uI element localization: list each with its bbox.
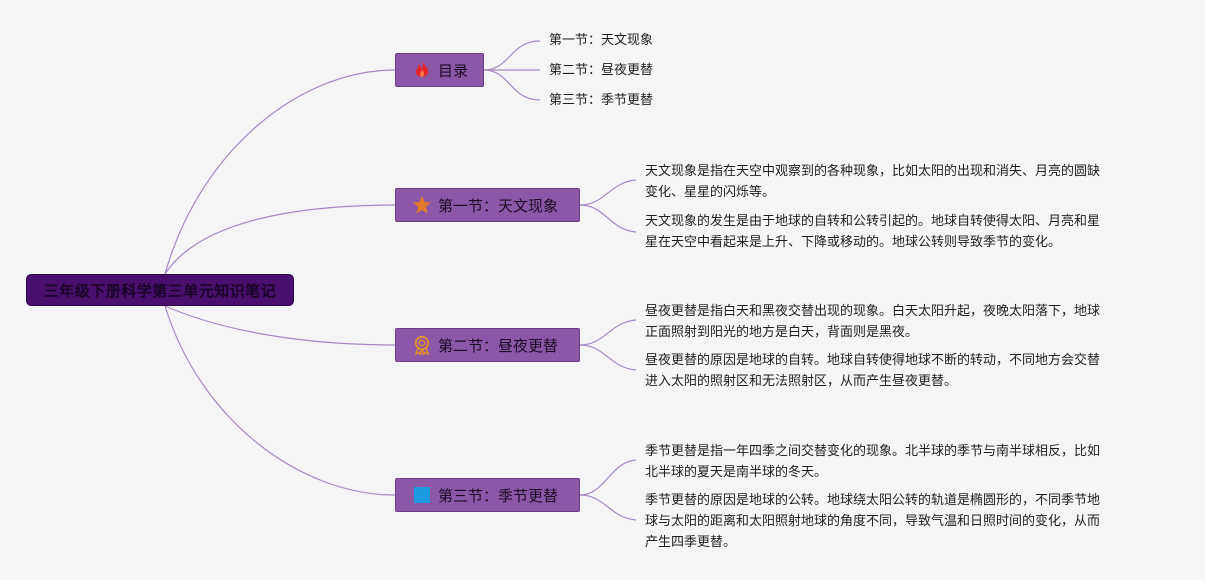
note-line: 季节更替的原因是地球的公转。地球绕太阳公转的轨道是椭圆形的，不同季节地 xyxy=(645,493,1101,508)
section1-note-2[interactable]: 天文现象的发生是由于地球的自转和公转引起的。地球自转使得太阳、月亮和星 星在天空… xyxy=(645,211,1145,253)
root-topic-label: 三年级下册科学第三单元知识笔记 xyxy=(43,281,277,300)
link-root-section2 xyxy=(164,305,396,346)
note-line: 昼夜更替的原因是地球的自转。地球自转使得地球不断的转动，不同地方会交替 xyxy=(645,353,1101,368)
note-line: 北半球的夏天是南半球的冬天。 xyxy=(645,465,828,480)
link-s3-note2 xyxy=(579,494,637,521)
star-icon xyxy=(412,195,432,215)
topic-toc-label: 目录 xyxy=(438,61,469,80)
link-s1-note2 xyxy=(579,204,637,233)
link-s1-note1 xyxy=(579,179,637,206)
topic-toc[interactable]: 目录 xyxy=(395,53,484,87)
link-root-toc xyxy=(164,69,396,275)
blue-square-icon xyxy=(412,485,432,505)
section2-note-2[interactable]: 昼夜更替的原因是地球的自转。地球自转使得地球不断的转动，不同地方会交替 进入太阳… xyxy=(645,350,1145,392)
note-line: 昼夜更替是指白天和黑夜交替出现的现象。白天太阳升起，夜晚太阳落下，地球 xyxy=(645,304,1101,319)
link-s2-note2 xyxy=(579,344,637,371)
link-s2-note1 xyxy=(579,319,637,346)
section2-note-1[interactable]: 昼夜更替是指白天和黑夜交替出现的现象。白天太阳升起，夜晚太阳落下，地球 正面照射… xyxy=(645,301,1145,343)
toc-item-2[interactable]: 第二节：昼夜更替 xyxy=(549,63,654,78)
link-s3-note1 xyxy=(579,459,637,496)
note-line: 进入太阳的照射区和无法照射区，从而产生昼夜更替。 xyxy=(645,374,958,389)
section3-note-2[interactable]: 季节更替的原因是地球的公转。地球绕太阳公转的轨道是椭圆形的，不同季节地 球与太阳… xyxy=(645,490,1145,553)
toc-item-1[interactable]: 第一节：天文现象 xyxy=(549,33,654,48)
topic-section1[interactable]: 第一节：天文现象 xyxy=(395,188,580,222)
link-root-section1 xyxy=(164,204,396,275)
topic-section3[interactable]: 第三节：季节更替 xyxy=(395,478,580,512)
section3-note-1[interactable]: 季节更替是指一年四季之间交替变化的现象。北半球的季节与南半球相反，比如 北半球的… xyxy=(645,441,1145,483)
topic-section3-label: 第三节：季节更替 xyxy=(438,486,559,505)
topic-section2[interactable]: 第二节：昼夜更替 xyxy=(395,328,580,362)
toc-item-3[interactable]: 第三节：季节更替 xyxy=(549,93,654,108)
topic-section2-label: 第二节：昼夜更替 xyxy=(438,336,559,355)
note-line: 产生四季更替。 xyxy=(645,535,737,550)
note-line: 球与太阳的距离和太阳照射地球的角度不同，导致气温和日照时间的变化，从而 xyxy=(645,514,1101,529)
topic-section1-label: 第一节：天文现象 xyxy=(438,196,559,215)
note-line: 星在天空中看起来是上升、下降或移动的。地球公转则导致季节的变化。 xyxy=(645,235,1062,250)
note-line: 正面照射到阳光的地方是白天，背面则是黑夜。 xyxy=(645,325,919,340)
note-line: 季节更替是指一年四季之间交替变化的现象。北半球的季节与南半球相反，比如 xyxy=(645,444,1101,459)
section1-note-1[interactable]: 天文现象是指在天空中观察到的各种现象，比如太阳的出现和消失、月亮的圆缺 变化、星… xyxy=(645,161,1145,203)
medal-icon xyxy=(412,335,432,355)
note-line: 天文现象是指在天空中观察到的各种现象，比如太阳的出现和消失、月亮的圆缺 xyxy=(645,164,1101,179)
fire-icon xyxy=(412,60,432,80)
root-topic[interactable]: 三年级下册科学第三单元知识笔记 xyxy=(26,274,294,306)
note-line: 变化、星星的闪烁等。 xyxy=(645,185,776,200)
link-toc-item1 xyxy=(483,40,541,71)
link-root-section3 xyxy=(164,305,396,496)
link-toc-item3 xyxy=(483,69,541,101)
note-line: 天文现象的发生是由于地球的自转和公转引起的。地球自转使得太阳、月亮和星 xyxy=(645,214,1101,229)
